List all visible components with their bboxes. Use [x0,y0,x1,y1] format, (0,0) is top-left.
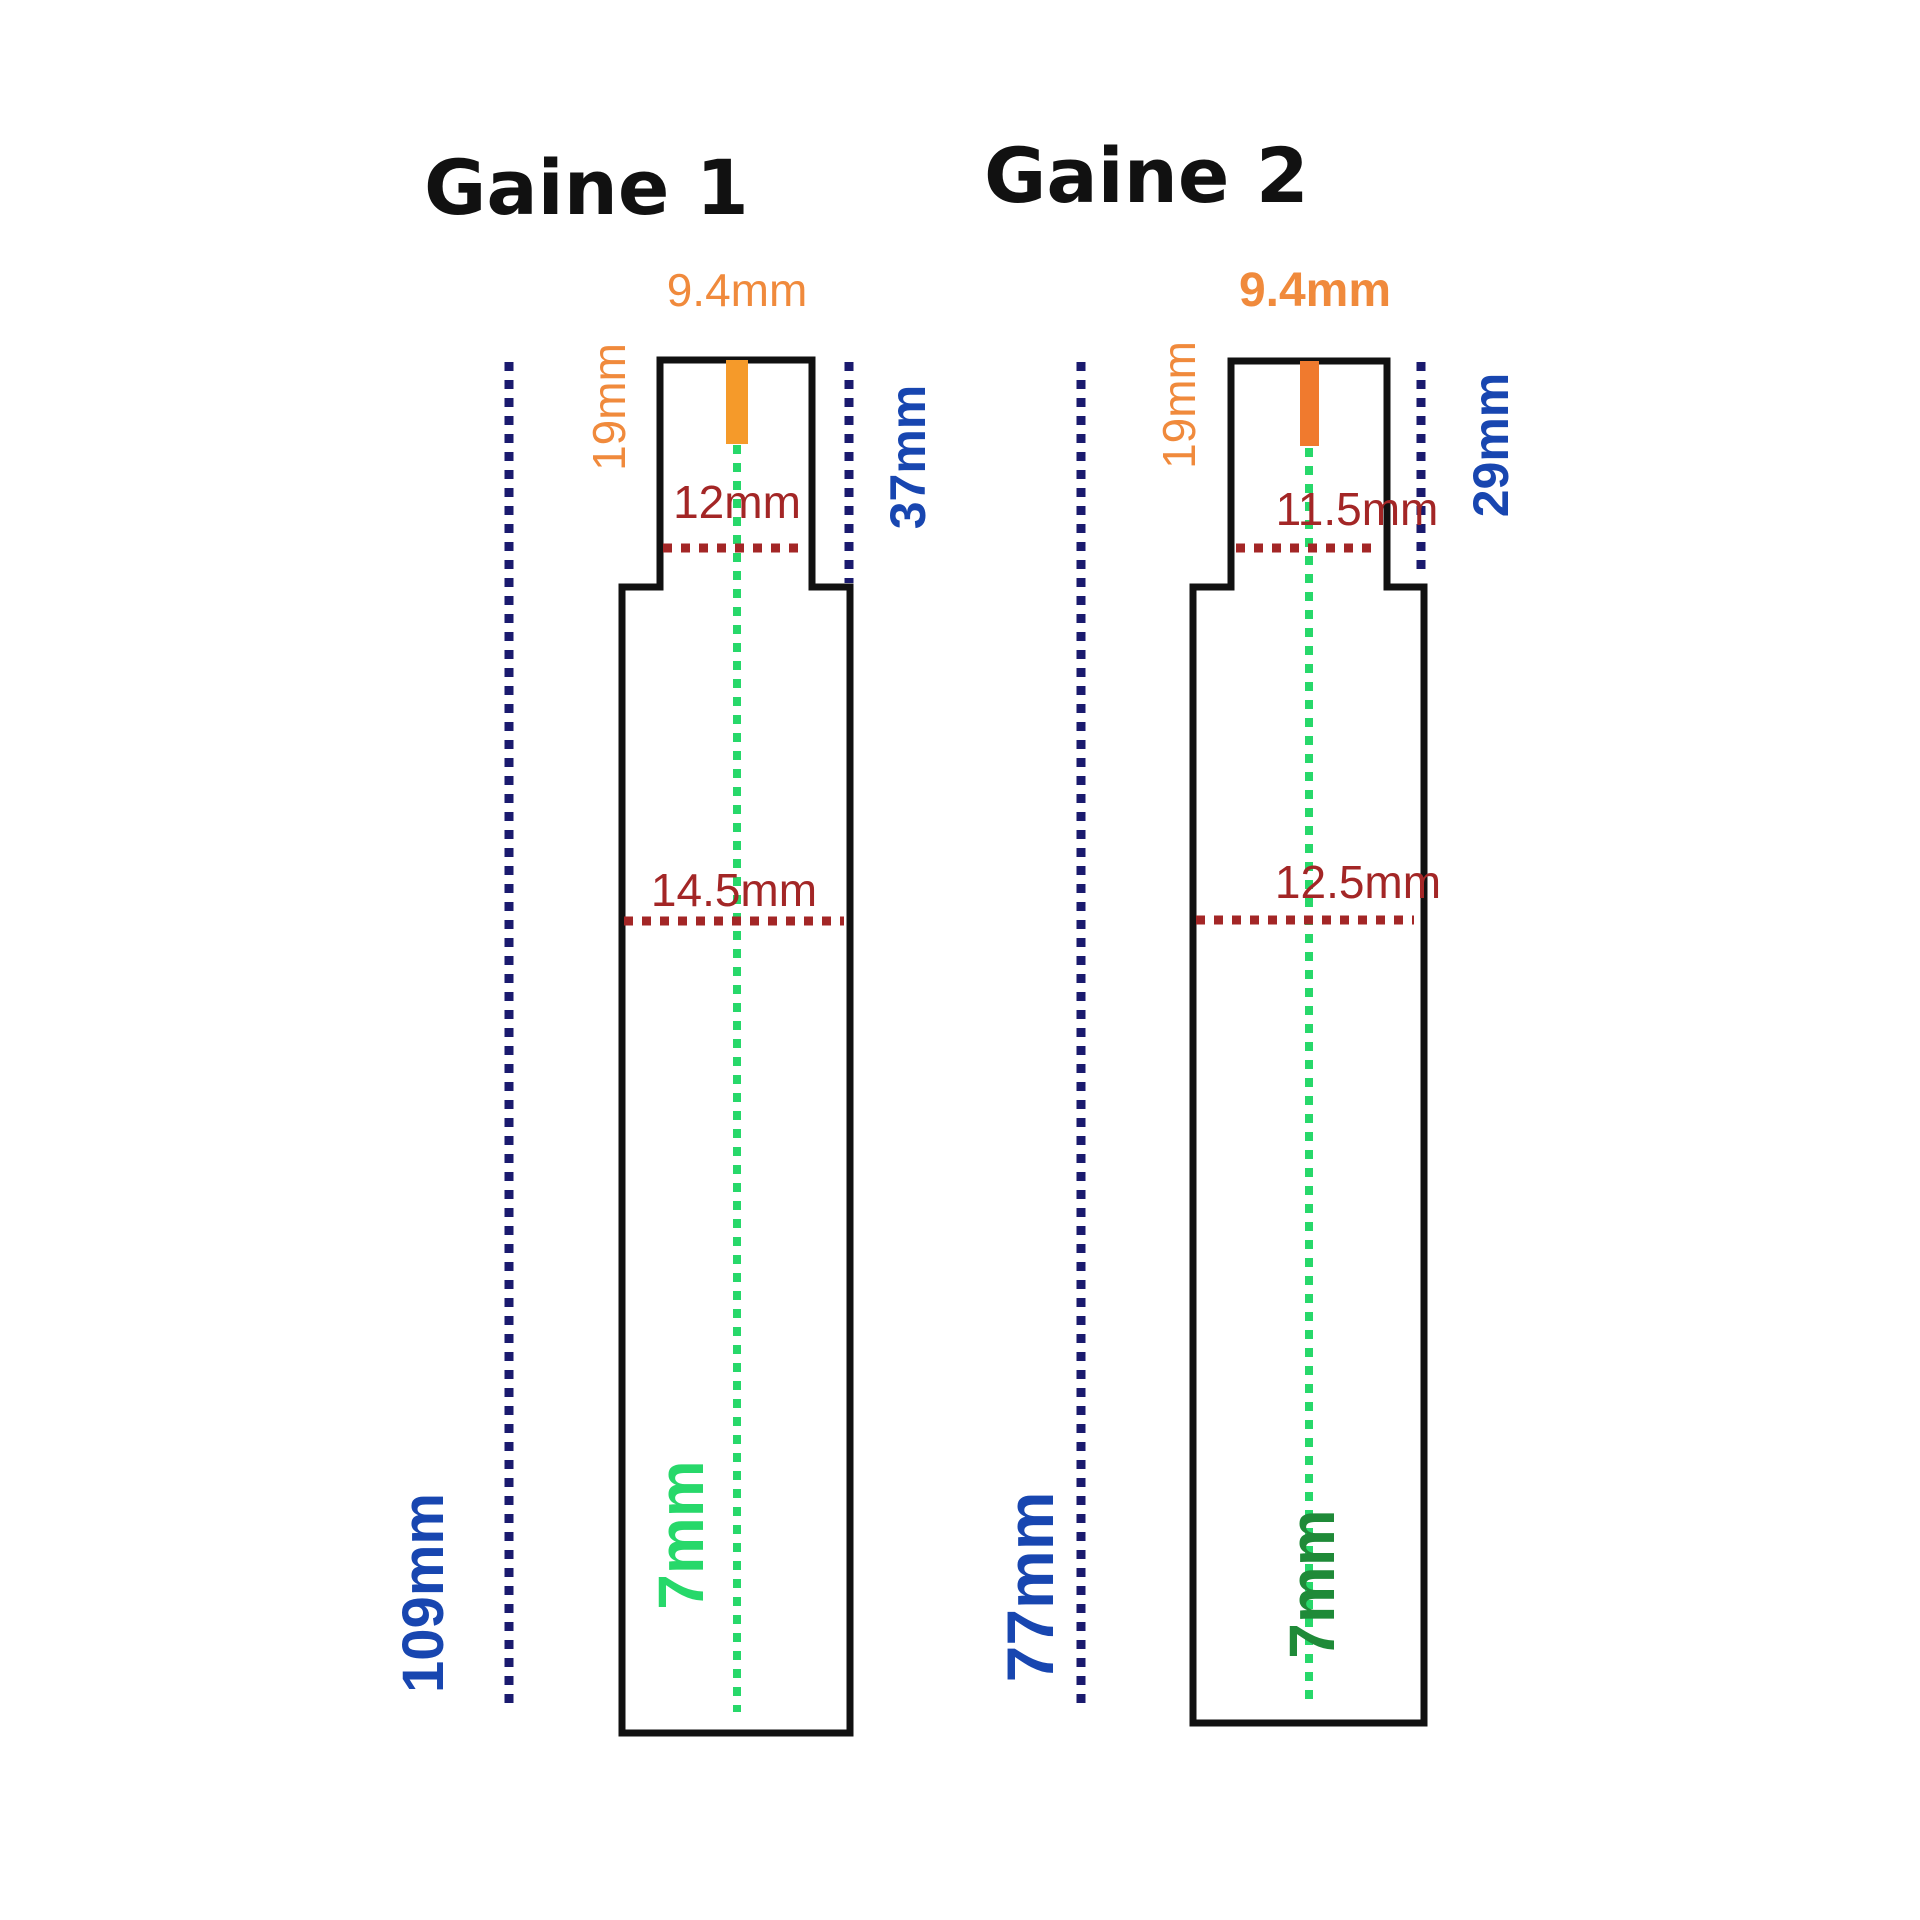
sheath-2: 9.4mm 19mm 11.5mm 29mm 12.5mm 77mm 7mm [993,264,1519,1727]
sheath-2-top-marker [1300,361,1319,446]
sheath-2-neck-length-label: 29mm [1463,373,1519,518]
sheath-2-outline [1189,357,1428,1727]
sheath-2-title: Gaine 2 [984,131,1309,220]
sheath-2-top-width-label: 9.4mm [1239,264,1391,317]
sheath-1-top-marker [726,360,748,444]
sheath-2-top-height-label: 19mm [1153,341,1205,469]
sheath-1-top-width-label: 9.4mm [667,264,808,316]
sheath-1-neck-length-label: 37mm [880,385,936,530]
sheath-1-outline [618,356,854,1737]
sheath-2-axis-diameter-label: 7mm [1276,1509,1348,1658]
sheath-2-neck-diameter-label: 11.5mm [1276,483,1439,535]
sheath-1-title: Gaine 1 [424,143,749,232]
sheath-1-body-diameter-label: 14.5mm [651,864,817,916]
sheath-1-top-height-label: 19mm [583,343,635,471]
sheath-1-total-length-label: 109mm [391,1493,456,1693]
sheath-1-neck-diameter-label: 12mm [673,476,801,528]
sheath-1-axis-diameter-label: 7mm [645,1460,717,1609]
sheath-1: 9.4mm 19mm 12mm 37mm 14.5mm 109mm 7mm [391,264,936,1737]
sheath-2-total-length-label: 77mm [993,1492,1067,1683]
sheath-2-body-diameter-label: 12.5mm [1275,856,1441,908]
